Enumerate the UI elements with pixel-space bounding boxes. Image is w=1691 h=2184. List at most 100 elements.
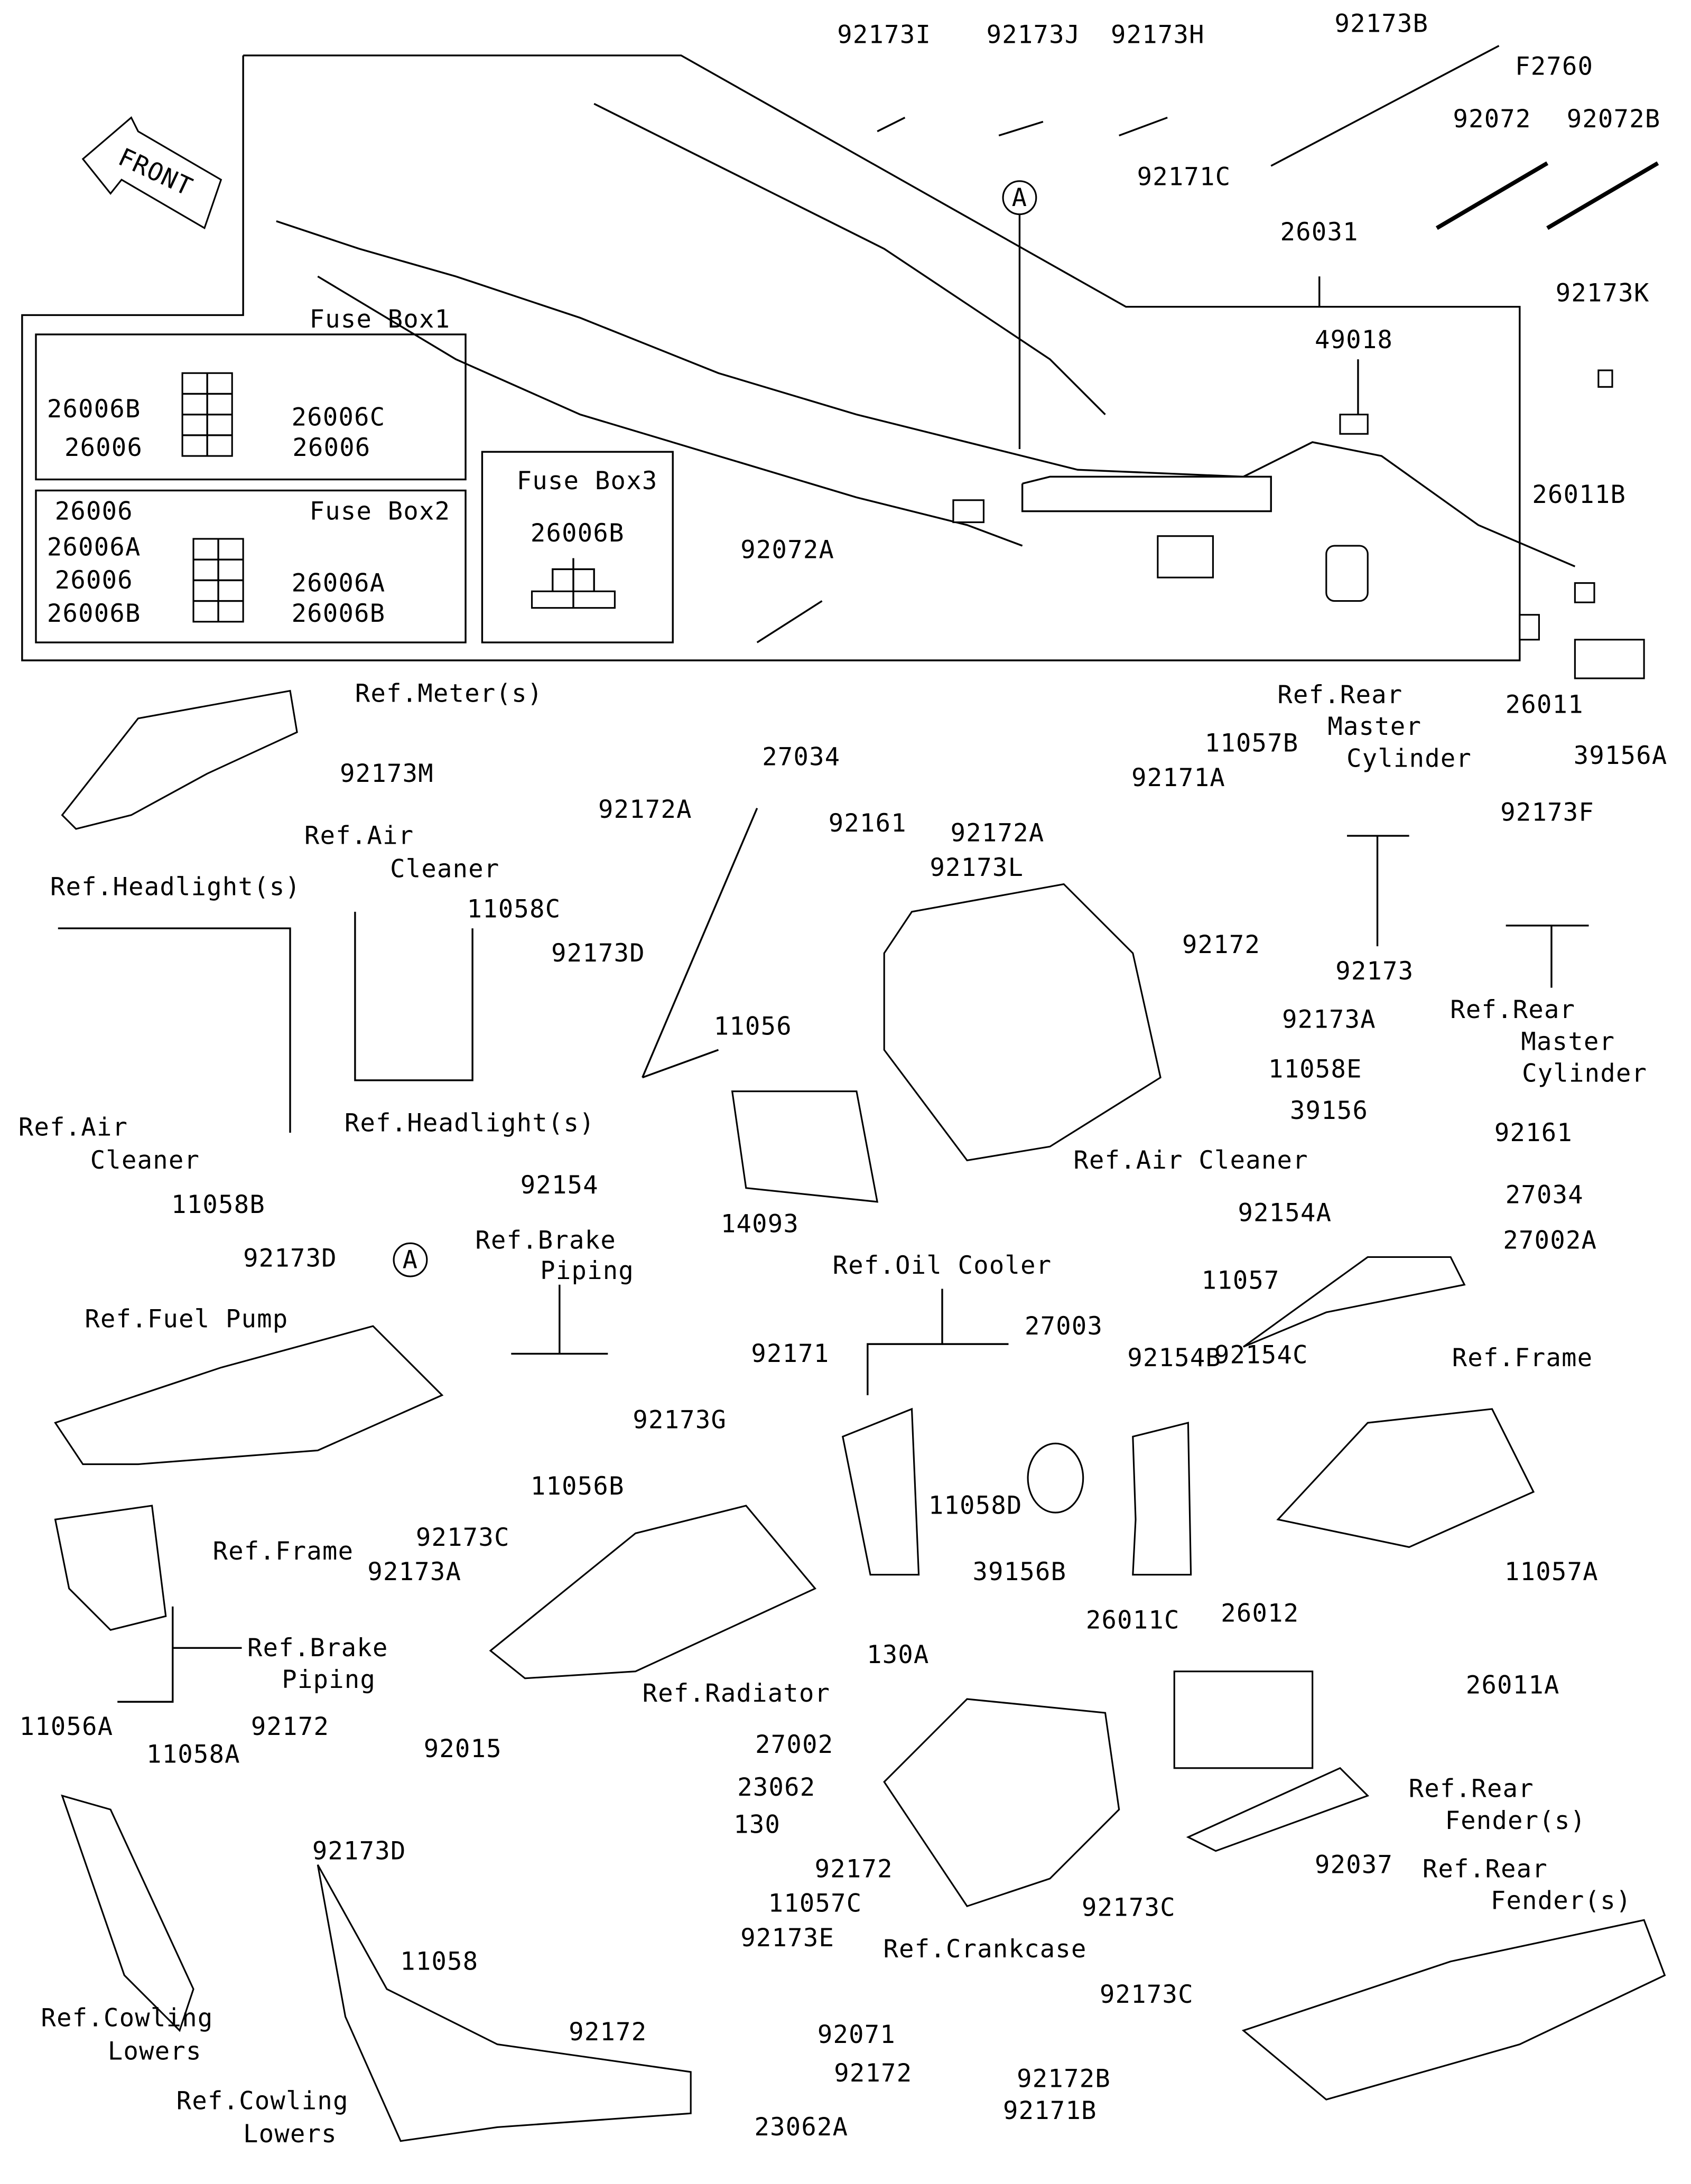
part-labels: 92173I 92173J 92173H 92173B 92072 92072B… xyxy=(18,9,1668,2149)
part-label: 92173D xyxy=(312,1836,406,1865)
part-label: 92154A xyxy=(1238,1198,1332,1227)
part-label: 11056B xyxy=(531,1472,625,1501)
fuse-box2-icon xyxy=(192,538,244,623)
fuse-box1-title: Fuse Box1 xyxy=(310,305,451,334)
part-label: 49018 xyxy=(1315,325,1393,354)
part-label: 130 xyxy=(733,1810,781,1840)
part-label: 23062 xyxy=(737,1773,815,1802)
part-label: 11057C xyxy=(768,1889,862,1918)
part-label: 92173C xyxy=(416,1523,510,1552)
part-label: Ref.Cowling xyxy=(176,2086,349,2115)
part-label: 92154 xyxy=(521,1171,599,1200)
part-label: 92071 xyxy=(817,2020,896,2049)
part-label: Cleaner xyxy=(390,854,499,883)
part-label: 39156A xyxy=(1574,741,1668,770)
part-label: 92171 xyxy=(751,1339,829,1368)
part-label: 92171B xyxy=(1003,2096,1097,2125)
part-label: 27002A xyxy=(1503,1226,1597,1255)
part-label: 92172 xyxy=(834,2059,912,2088)
part-label: Cylinder xyxy=(1522,1059,1647,1088)
part-label: 26006 xyxy=(292,433,370,462)
part-label: 92172 xyxy=(569,2018,647,2047)
part-label: 26006B xyxy=(531,519,625,548)
part-label: 92173D xyxy=(551,939,645,968)
part-label: Ref.Rear xyxy=(1409,1775,1534,1804)
part-label: 27003 xyxy=(1025,1312,1103,1341)
harness-group-frame xyxy=(21,54,1521,661)
part-label: 26006C xyxy=(292,403,386,432)
part-label: 92173A xyxy=(1282,1005,1376,1034)
part-label: Piping xyxy=(540,1256,634,1285)
part-label: Ref.Brake xyxy=(247,1634,388,1663)
part-label: Ref.Oil Cooler xyxy=(833,1251,1052,1280)
part-label: 26006B xyxy=(47,599,141,628)
part-label: 92173B xyxy=(1334,9,1428,38)
main-harness-26031 xyxy=(276,102,1645,679)
part-label: 26006 xyxy=(55,566,133,595)
part-label: 26031 xyxy=(1280,218,1359,247)
part-label: Ref.Air xyxy=(304,822,414,851)
part-label: 11058 xyxy=(400,1947,478,1976)
part-label: 26012 xyxy=(1221,1599,1299,1628)
part-label: 11058B xyxy=(171,1190,265,1219)
part-label: 92154B xyxy=(1127,1343,1221,1373)
part-label: Ref.Frame xyxy=(1452,1343,1593,1373)
part-label: 11058D xyxy=(928,1491,1023,1520)
fuse-box1-panel xyxy=(35,333,467,481)
cable-ties xyxy=(756,45,1659,643)
part-label: 130A xyxy=(867,1640,930,1669)
leader-lines xyxy=(58,276,1589,1703)
part-label: Lowers xyxy=(243,2120,337,2149)
part-label: Fender(s) xyxy=(1445,1806,1586,1835)
part-label: 26011 xyxy=(1506,690,1584,719)
part-label: Ref.Brake xyxy=(475,1226,616,1255)
fuse-box3-panel xyxy=(481,451,674,643)
part-label: 92161 xyxy=(1494,1118,1573,1147)
part-label: 26006B xyxy=(47,395,141,424)
part-label: Ref.Rear xyxy=(1277,680,1402,710)
part-label: 27034 xyxy=(762,743,840,772)
callout-a-text: A xyxy=(403,1245,419,1274)
part-label: 92173C xyxy=(1100,1980,1194,2009)
part-label: 92173A xyxy=(367,1557,461,1586)
part-label: 26006B xyxy=(292,599,386,628)
fuse-box3-icon xyxy=(531,558,616,609)
part-label: Lowers xyxy=(108,2037,202,2066)
part-label: 92173L xyxy=(930,853,1024,882)
part-label: Ref.Frame xyxy=(213,1537,354,1566)
part-label: 23062A xyxy=(754,2113,848,2142)
part-label: 92171A xyxy=(1131,763,1225,792)
part-label: 14093 xyxy=(721,1209,799,1238)
part-label: 11058A xyxy=(146,1740,240,1769)
part-label: 92173 xyxy=(1335,957,1414,986)
fuse-box1-icon xyxy=(181,372,233,457)
part-label: 92072 xyxy=(1453,105,1531,134)
part-label: Ref.Air xyxy=(18,1113,128,1142)
part-label: Ref.Air Cleaner xyxy=(1073,1146,1308,1175)
part-label: 11057A xyxy=(1504,1557,1599,1586)
part-label: 26011C xyxy=(1086,1606,1180,1635)
part-label: 92173M xyxy=(340,759,434,788)
part-label: Ref.Headlight(s) xyxy=(345,1109,595,1138)
part-label: 92173D xyxy=(243,1244,337,1273)
part-label: 92172 xyxy=(1182,930,1260,959)
part-label: Master xyxy=(1521,1027,1615,1056)
part-label: 26006A xyxy=(292,568,386,598)
part-label: 92173F xyxy=(1500,798,1594,827)
part-label: 11056A xyxy=(20,1712,114,1741)
part-label: 26011B xyxy=(1532,480,1626,509)
part-label: 92172A xyxy=(598,795,692,824)
fuse-box2-panel xyxy=(35,489,467,643)
part-label: 11058E xyxy=(1268,1055,1362,1084)
part-label: 26006A xyxy=(47,533,141,562)
part-label: 92173H xyxy=(1111,20,1205,49)
part-label: 92173K xyxy=(1556,278,1650,307)
fuse-box3-title: Fuse Box3 xyxy=(517,466,658,496)
part-label: 92015 xyxy=(424,1734,502,1763)
part-label: 92173I xyxy=(837,20,931,49)
part-label: 27002 xyxy=(755,1730,833,1759)
part-label: 26011A xyxy=(1466,1671,1560,1700)
part-label: 39156B xyxy=(973,1557,1067,1586)
part-label: 39156 xyxy=(1290,1096,1368,1125)
